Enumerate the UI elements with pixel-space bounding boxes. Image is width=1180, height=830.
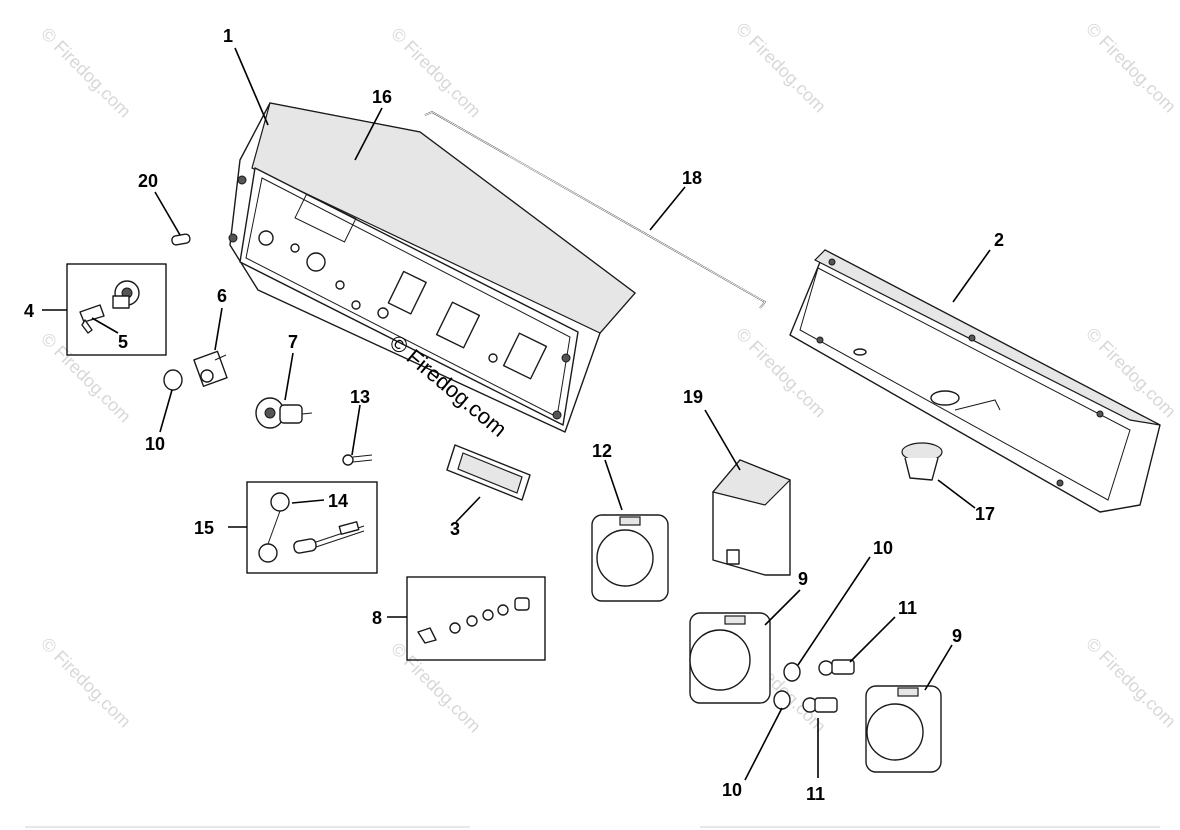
watermark: © Firedog.com: [387, 24, 485, 122]
watermark: © Firedog.com: [37, 24, 135, 122]
receptacle-cover: [258, 492, 290, 563]
gauge-12: [591, 514, 669, 602]
callout-11-lower: 11: [806, 784, 825, 804]
watermark: © Firedog.com: [732, 19, 830, 117]
callout-5: 5: [118, 332, 128, 352]
callout-16: 16: [372, 87, 392, 107]
cap-lower: [773, 690, 791, 710]
callout-2: 2: [994, 230, 1004, 250]
lamp-socket-upper: [818, 659, 855, 676]
callout-9-upper: 9: [798, 569, 808, 589]
callout-1: 1: [223, 26, 233, 46]
rod: [424, 111, 767, 309]
callout-10-upper: 10: [873, 538, 893, 558]
watermark: © Firedog.com: [1082, 634, 1180, 732]
callout-15: 15: [194, 518, 214, 538]
callout-17: 17: [975, 504, 995, 524]
rear-enclosure: [789, 249, 1161, 513]
callout-19: 19: [683, 387, 703, 407]
watermark: © Firedog.com: [1082, 19, 1180, 117]
callout-14: 14: [328, 491, 348, 511]
grommet: [901, 442, 943, 481]
callout-10-left: 10: [145, 434, 165, 454]
ignition-group-box: [66, 263, 167, 356]
callout-9-lower: 9: [952, 626, 962, 646]
callout-3: 3: [450, 519, 460, 539]
callout-10-lower: 10: [722, 780, 742, 800]
gauge-9-upper: [689, 612, 771, 704]
connector-13: [342, 454, 373, 466]
cap-upper: [783, 662, 801, 682]
leader-lines: [42, 47, 991, 781]
callout-4: 4: [24, 301, 34, 321]
callout-6: 6: [217, 286, 227, 306]
control-module: [711, 459, 792, 576]
callout-8: 8: [372, 608, 382, 628]
callout-13: 13: [350, 387, 370, 407]
watermark: © Firedog.com: [387, 639, 485, 737]
indicator-lamp: [171, 233, 191, 246]
ignition-switch: [112, 280, 140, 309]
lamp-socket-lower: [802, 697, 838, 713]
callout-20: 20: [138, 171, 158, 191]
hour-meter: [446, 444, 531, 501]
watermark: © Firedog.com: [37, 634, 135, 732]
choke-switch: [193, 350, 228, 387]
gauge-9-lower: [865, 685, 942, 773]
cap-left: [163, 369, 183, 391]
callouts: 1 16 2 20 18 4 5 6 7 10 13 3 12 19 17 14…: [24, 26, 1004, 804]
callout-7: 7: [288, 332, 298, 352]
circuit-breaker: [255, 397, 313, 429]
hardware-kit: [417, 597, 530, 644]
callout-18: 18: [682, 168, 702, 188]
hardware-group-box: [406, 576, 546, 661]
callout-12: 12: [592, 441, 612, 461]
key: [79, 304, 105, 334]
control-panel: [228, 102, 636, 433]
callout-11-upper: 11: [898, 598, 917, 618]
receptacle-harness: [293, 521, 365, 554]
